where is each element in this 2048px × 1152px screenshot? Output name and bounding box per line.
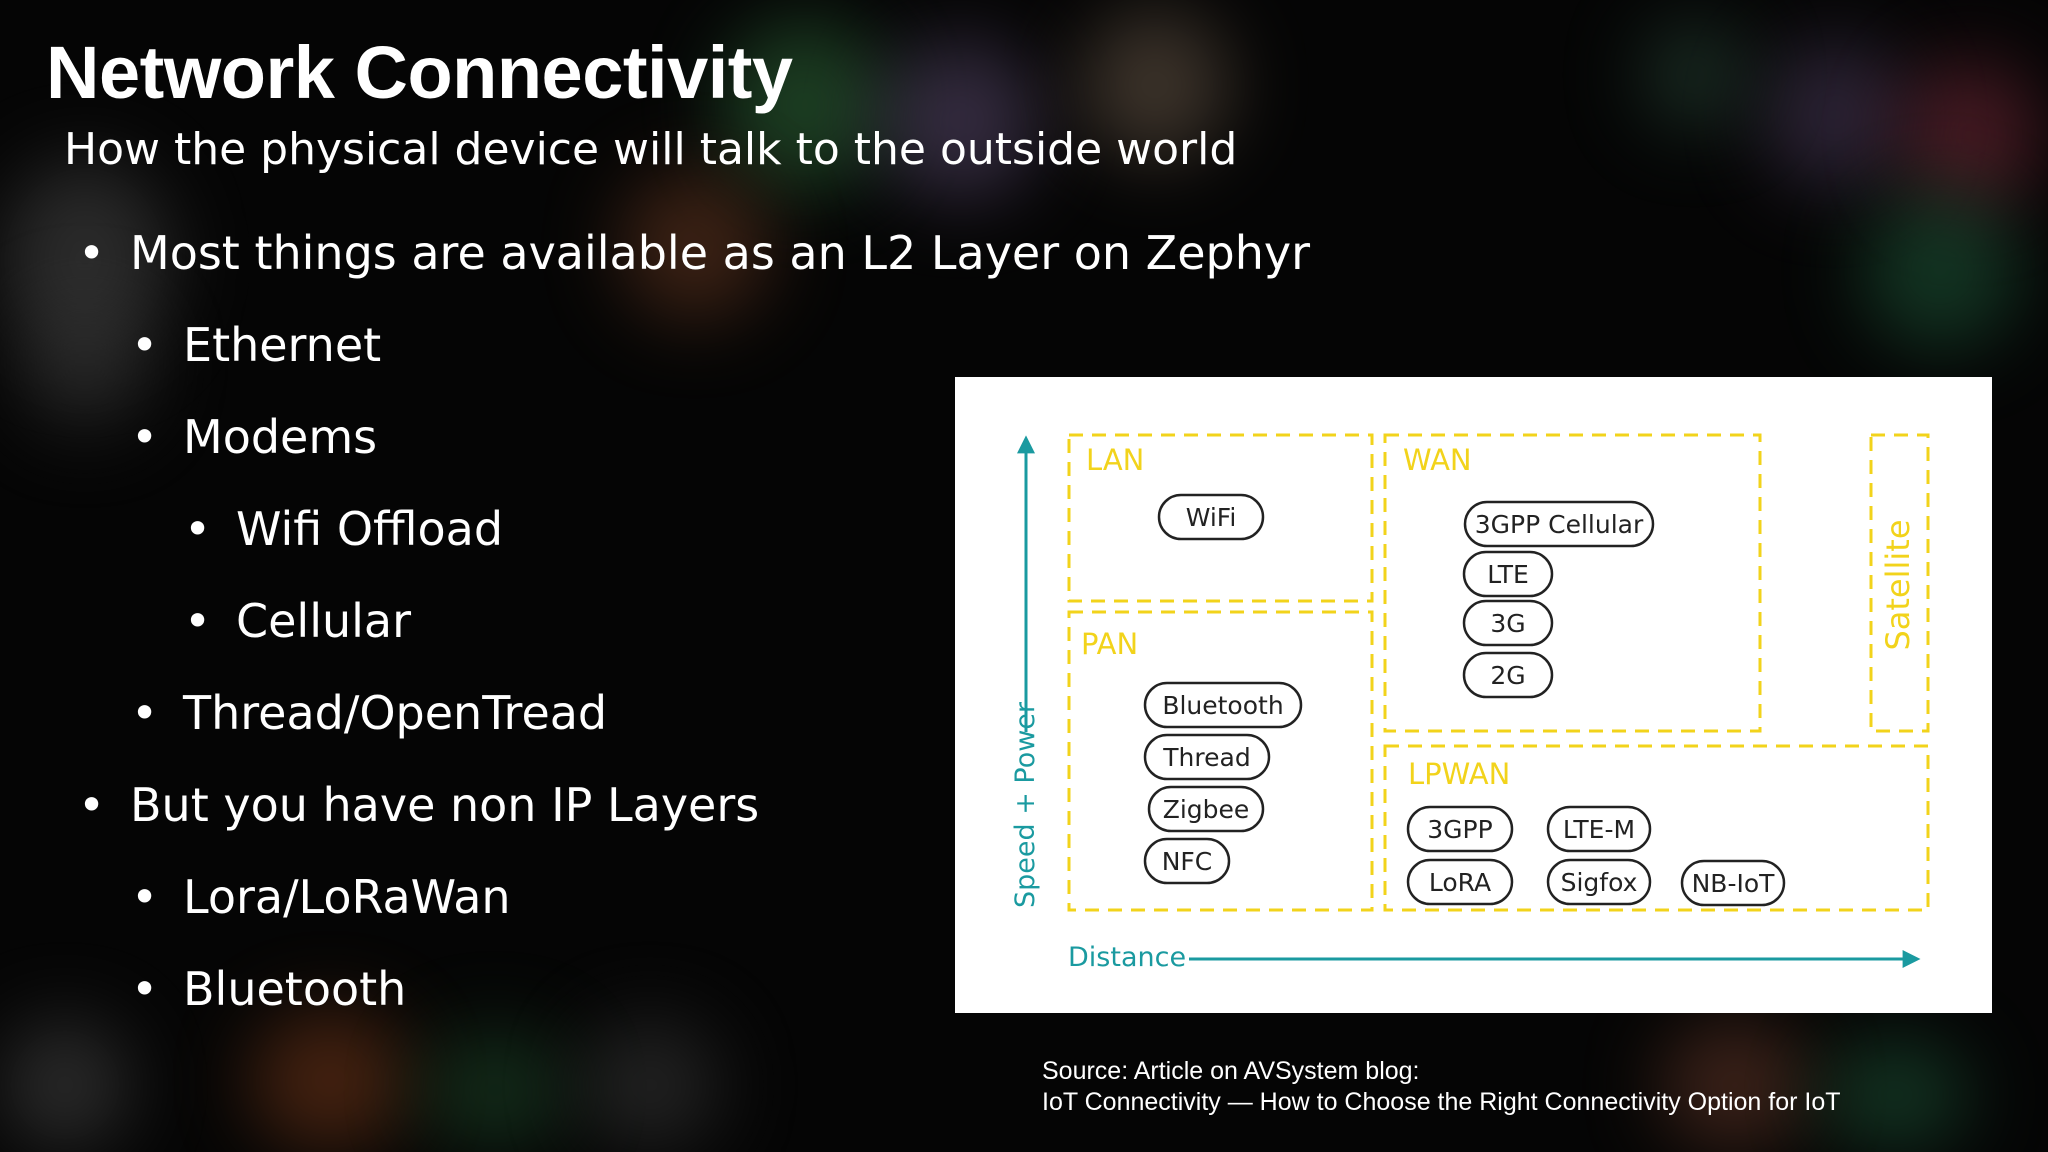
zone-lpwan-box bbox=[1383, 744, 1930, 912]
tech-3g-pill bbox=[1462, 599, 1554, 647]
bullet-text: Wifi Offload bbox=[236, 502, 504, 556]
slide-title: Network Connectivity bbox=[46, 31, 793, 114]
tech-thread-label: Thread bbox=[1162, 743, 1250, 772]
bullet-glyph: • bbox=[78, 778, 106, 832]
bullet-text: Lora/LoRaWan bbox=[183, 870, 511, 924]
bullet-glyph: • bbox=[131, 962, 159, 1016]
zone-label-satellite: Satellite bbox=[1879, 519, 1917, 650]
bullet-text: Modems bbox=[183, 410, 378, 464]
tech-nfc-label: NFC bbox=[1162, 847, 1213, 876]
bokeh-light bbox=[20, 300, 150, 430]
tech-2g-label: 2G bbox=[1490, 661, 1525, 690]
tech-nfc-pill bbox=[1143, 837, 1231, 885]
bullet-text: Most things are available as an L2 Layer… bbox=[130, 226, 1310, 280]
bullet-glyph: • bbox=[184, 594, 212, 648]
zone-label-pan: PAN bbox=[1081, 627, 1138, 661]
tech-lte-label: LTE bbox=[1487, 560, 1529, 589]
source-line-2: IoT Connectivity — How to Choose the Rig… bbox=[1042, 1088, 1841, 1116]
bokeh-light bbox=[1760, 40, 1910, 190]
bullet-glyph: • bbox=[184, 502, 212, 556]
tech-sigfox-label: Sigfox bbox=[1561, 868, 1638, 897]
bokeh-light bbox=[1900, 60, 2040, 210]
tech-sigfox-pill bbox=[1546, 858, 1652, 906]
bokeh-light bbox=[0, 1020, 130, 1150]
bokeh-light bbox=[880, 40, 1040, 200]
x-axis-label: Distance bbox=[1068, 942, 1186, 973]
bokeh-light bbox=[1860, 190, 2020, 350]
bokeh-light bbox=[1660, 1020, 1810, 1150]
bokeh-light bbox=[1640, 20, 1750, 130]
bullet-text: Bluetooth bbox=[183, 962, 407, 1016]
bokeh-light bbox=[720, 20, 890, 190]
tech-zigbee-pill bbox=[1147, 785, 1265, 833]
tech-3gpp-cellular-pill bbox=[1463, 500, 1655, 548]
bokeh-light bbox=[250, 1010, 410, 1150]
tech-3gpp-label: 3GPP bbox=[1427, 815, 1492, 844]
tech-3gpp-cellular-label: 3GPP Cellular bbox=[1475, 510, 1644, 539]
tech-bluetooth-pill bbox=[1143, 681, 1303, 729]
bullet-text: Thread/OpenTread bbox=[183, 686, 608, 740]
tech-3gpp-pill bbox=[1406, 805, 1514, 853]
zone-satellite-box bbox=[1869, 433, 1930, 733]
zone-lan-box bbox=[1067, 433, 1374, 603]
bokeh-light bbox=[580, 1020, 720, 1150]
bullet-glyph: • bbox=[131, 870, 159, 924]
tech-wifi-label: WiFi bbox=[1186, 503, 1237, 532]
source-citation: Source: Article on AVSystem blog: IoT Co… bbox=[1042, 1056, 1841, 1118]
slide-subtitle: How the physical device will talk to the… bbox=[64, 124, 1238, 175]
zone-pan-box bbox=[1067, 610, 1374, 912]
tech-wifi-pill bbox=[1157, 493, 1265, 541]
tech-zigbee-label: Zigbee bbox=[1163, 795, 1250, 824]
bullet-glyph: • bbox=[131, 318, 159, 372]
zone-label-lpwan: LPWAN bbox=[1408, 757, 1510, 791]
tech-nb-iot-pill bbox=[1680, 859, 1786, 907]
tech-lte-pill bbox=[1462, 550, 1554, 598]
bokeh-light bbox=[620, 170, 770, 320]
bullet-glyph: • bbox=[131, 410, 159, 464]
zone-label-lan: LAN bbox=[1086, 443, 1144, 477]
tech-lora-pill bbox=[1406, 858, 1514, 906]
bullet-text: But you have non IP Layers bbox=[130, 778, 760, 832]
tech-bluetooth-label: Bluetooth bbox=[1162, 691, 1283, 720]
tech-thread-pill bbox=[1143, 733, 1271, 781]
tech-nb-iot-label: NB-IoT bbox=[1692, 869, 1776, 898]
bokeh-light bbox=[420, 1030, 570, 1150]
tech-lte-m-label: LTE-M bbox=[1563, 815, 1635, 844]
y-axis-label: Speed + Power bbox=[1010, 701, 1041, 908]
zone-label-wan: WAN bbox=[1403, 443, 1472, 477]
bokeh-light bbox=[1080, 10, 1230, 160]
tech-lora-label: LoRA bbox=[1429, 868, 1491, 897]
tech-lte-m-pill bbox=[1546, 805, 1652, 853]
bullet-glyph: • bbox=[131, 686, 159, 740]
tech-3g-label: 3G bbox=[1490, 609, 1525, 638]
tech-2g-pill bbox=[1462, 651, 1554, 699]
bullet-glyph: • bbox=[78, 226, 106, 280]
bullet-text: Cellular bbox=[236, 594, 412, 648]
bokeh-light bbox=[1820, 1040, 1970, 1150]
zone-wan-box bbox=[1383, 433, 1762, 733]
bullet-text: Ethernet bbox=[183, 318, 382, 372]
source-line-1: Source: Article on AVSystem blog: bbox=[1042, 1057, 1420, 1085]
